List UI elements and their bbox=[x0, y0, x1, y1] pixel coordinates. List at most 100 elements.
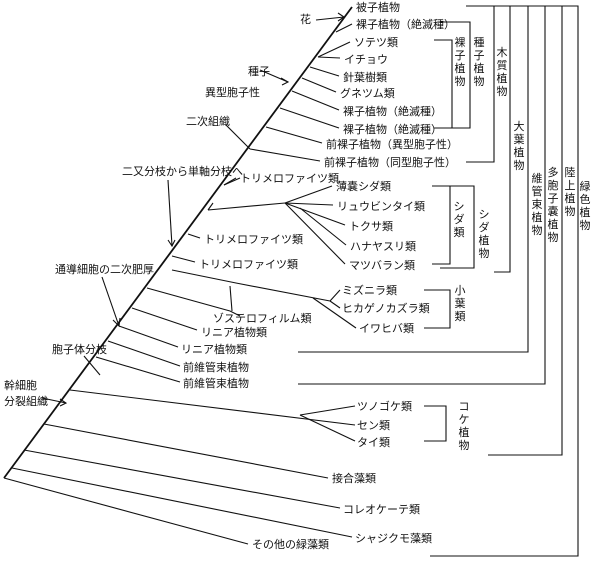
leaf-isoetes: ミズニラ類 bbox=[342, 283, 397, 297]
vlabel-bryophytes: コケ植物 bbox=[459, 400, 470, 452]
bracket-lycophytes bbox=[424, 289, 451, 329]
branch-bryophytes bbox=[69, 389, 356, 426]
bracket-monilophytes bbox=[440, 185, 475, 269]
vlabel-lycophytes: 小葉類 bbox=[455, 284, 466, 323]
branch-trimero-1b bbox=[223, 177, 241, 186]
leaf-extinct-seed-3: 裸子植物（絶滅種） bbox=[343, 122, 442, 136]
vlabel-seed-plants-text: 種子植物 bbox=[474, 35, 485, 88]
arrow-meristem-head bbox=[59, 398, 68, 407]
leaf-hornworts: ツノゴケ類 bbox=[357, 399, 412, 413]
branch-extinct-3 bbox=[279, 107, 340, 129]
bracket-ferns bbox=[432, 185, 451, 265]
branch-ginkgo bbox=[317, 56, 341, 59]
leaf-ginkgo: イチョウ bbox=[344, 53, 388, 66]
branch-coleochaete bbox=[23, 449, 341, 509]
event-apical-cell: 幹細胞 bbox=[4, 378, 37, 392]
branch-zygnema bbox=[43, 423, 329, 479]
vlabel-polysporangiophytes-text: 多胞子嚢植物 bbox=[548, 165, 559, 244]
leaf-selaginella-2: イワヒバ類 bbox=[359, 322, 414, 335]
arrow-branching bbox=[83, 355, 101, 376]
lyco-to-zostero bbox=[229, 285, 233, 312]
fern-marattiales bbox=[284, 185, 333, 204]
arrow-monopodial-head bbox=[167, 239, 176, 248]
leaf-other-greens: その他の緑藻類 bbox=[252, 537, 329, 551]
branch-ferns bbox=[207, 202, 286, 211]
base-branch-other-greens bbox=[3, 477, 249, 545]
branch-extinct-1 bbox=[335, 23, 353, 33]
leaf-conifers: 針葉樹類 bbox=[343, 70, 387, 84]
lyco-selaginella bbox=[329, 300, 341, 309]
arrow-secondary-tissue bbox=[225, 124, 251, 150]
branch-charophytes bbox=[11, 467, 353, 538]
bracket-woody bbox=[466, 5, 495, 163]
vlabel-polysporangiophytes: 多胞子嚢植物 bbox=[548, 165, 559, 244]
bracket-bryophytes bbox=[424, 405, 447, 442]
event-monopodial: 二又分枝から単軸分枝へ bbox=[122, 164, 243, 178]
vlabel-land-plants-text: 陸上植物 bbox=[565, 166, 576, 218]
branch-conifers bbox=[309, 66, 340, 77]
branch-fern-stem bbox=[207, 202, 214, 211]
vlabel-woody-text: 木質植物 bbox=[497, 46, 508, 98]
event-heterospory: 異型胞子性 bbox=[205, 85, 260, 99]
leaf-mosses: タイ類 bbox=[357, 436, 390, 449]
leaf-cycads: ソテツ類 bbox=[354, 36, 398, 49]
bracket-green-plants bbox=[430, 5, 579, 557]
vlabel-gymnosperms: 裸子植物 bbox=[455, 35, 466, 88]
arrow-meristem bbox=[41, 397, 67, 404]
leaf-angiosperms: 被子植物 bbox=[356, 0, 400, 14]
leaf-trimero-3: トリメロファイツ類 bbox=[199, 258, 298, 271]
leaf-marattiales: 薄嚢シダ類 bbox=[336, 179, 391, 193]
leaf-coleochaete: コレオケーテ類 bbox=[343, 503, 420, 516]
branch-lyco-crown bbox=[171, 269, 331, 302]
vlabel-lycophytes-text: 小葉類 bbox=[455, 284, 466, 323]
vlabel-monilophytes-text: シダ植物 bbox=[479, 208, 490, 260]
leaf-selaginella: ヒカゲノカズラ類 bbox=[342, 301, 430, 315]
fern-equisetum bbox=[284, 202, 346, 226]
leaf-rhynia-1: リニア植物類 bbox=[201, 325, 267, 339]
bryophyte-mosses bbox=[299, 414, 356, 442]
vlabel-seed-plants: 種子植物 bbox=[474, 35, 485, 88]
arrow-seed-head bbox=[280, 77, 290, 86]
branch-protracheo-1 bbox=[107, 340, 181, 367]
vlabel-monilophytes: シダ植物 bbox=[479, 208, 490, 260]
leaf-trimero-2: トリメロファイツ類 bbox=[204, 233, 303, 246]
leaf-rhynia-2: リニア植物類 bbox=[181, 342, 247, 356]
leaf-gnetophytes: グネツム類 bbox=[340, 86, 395, 100]
vlabel-green-plants-text: 緑色植物 bbox=[580, 179, 591, 232]
leaf-liverworts: セン類 bbox=[357, 419, 390, 432]
leaf-protracheo-2: 前維管束植物 bbox=[183, 376, 249, 390]
bracket-seed-plants bbox=[440, 21, 471, 129]
leaf-trimero-1: トリメロファイツ類 bbox=[240, 172, 339, 185]
arrow-flower bbox=[315, 16, 345, 21]
bracket-polysporangiophytes bbox=[298, 5, 546, 385]
leaf-zosterophyll: ゾステロフィルム類 bbox=[213, 312, 312, 325]
arrow-monopodial bbox=[167, 179, 173, 247]
leaf-ophioglossales: リュウビンタイ類 bbox=[337, 200, 425, 213]
branch-rhynia-2 bbox=[118, 325, 179, 348]
bracket-land-plants bbox=[488, 5, 563, 456]
arrow-flower-head bbox=[337, 12, 345, 22]
leaf-progymno-hetero: 前裸子植物（異型胞子性） bbox=[326, 137, 458, 151]
main-stem bbox=[3, 6, 353, 479]
event-secondary-thickening: 通導細胞の二次肥厚 bbox=[55, 262, 154, 276]
event-secondary-tissue: 二次組織 bbox=[186, 114, 230, 128]
leaf-extinct-seed-2: 裸子植物（絶滅種） bbox=[343, 104, 442, 118]
branch-extinct-2 bbox=[291, 90, 340, 111]
leaf-charophytes: シャジクモ藻類 bbox=[355, 532, 432, 545]
bryophyte-subtree bbox=[299, 405, 356, 416]
fern-psilotum bbox=[284, 202, 346, 265]
vlabel-vascular-text: 維管束植物 bbox=[532, 172, 543, 237]
fern-ophioglossales bbox=[284, 202, 334, 206]
vlabel-gymnosperms-text: 裸子植物 bbox=[455, 35, 466, 88]
branch-lycophytes bbox=[146, 287, 231, 312]
vlabel-land-plants: 陸上植物 bbox=[565, 166, 576, 218]
event-sporophyte-branching: 胞子体分枝 bbox=[52, 342, 107, 356]
vlabel-ferns-text: シダ類 bbox=[454, 200, 465, 239]
leaf-psilotum: マツバラン類 bbox=[349, 259, 415, 272]
arrow-thickening-head bbox=[112, 317, 121, 328]
event-meristem: 分裂組織 bbox=[4, 395, 48, 408]
vlabel-ferns: シダ類 bbox=[454, 200, 465, 239]
branch-progymno-hetero bbox=[265, 126, 323, 144]
event-seed: 種子 bbox=[248, 64, 270, 78]
